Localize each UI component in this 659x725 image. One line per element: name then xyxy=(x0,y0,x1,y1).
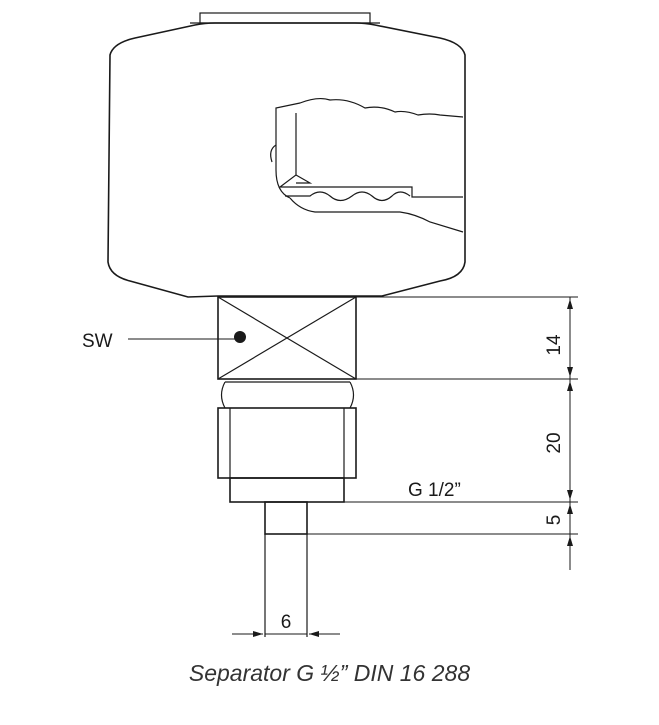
extension-lines xyxy=(307,296,578,535)
cutaway-section xyxy=(270,97,464,233)
dim-value-hex: 14 xyxy=(544,334,565,356)
dim-value-tip: 5 xyxy=(544,515,565,526)
figure-caption: Separator G ½” DIN 16 288 xyxy=(188,660,471,686)
sw-label: SW xyxy=(82,331,113,352)
sealing-tip xyxy=(264,501,308,535)
dim-value-diameter: 6 xyxy=(281,612,292,633)
housing-body xyxy=(107,22,466,298)
thread-section xyxy=(217,407,357,503)
undercut-neck xyxy=(220,381,355,409)
thread-label: G 1/2” xyxy=(408,480,461,501)
sw-leader-dot xyxy=(234,331,246,343)
top-cap xyxy=(190,12,380,24)
hex-flats xyxy=(217,296,357,380)
dim-value-thread: 20 xyxy=(544,432,565,453)
